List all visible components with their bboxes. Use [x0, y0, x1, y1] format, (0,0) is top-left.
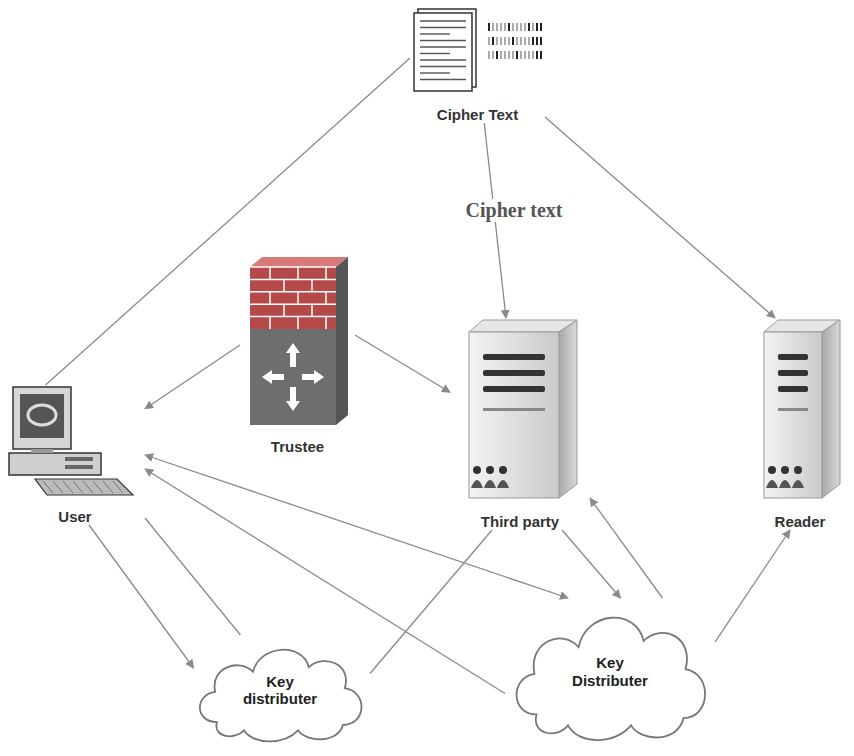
connector-arrow	[145, 518, 240, 635]
computer-icon	[5, 385, 145, 500]
cipher-text-node: Cipher Text	[410, 5, 545, 123]
document-icon	[410, 5, 545, 93]
node-label: Cipher Text	[435, 106, 520, 123]
connector-arrow	[46, 58, 410, 385]
connector-arrow	[145, 469, 505, 694]
connector-arrow	[355, 335, 450, 392]
connector-arrow	[145, 345, 240, 409]
node-label: User	[56, 508, 93, 525]
trustee-node: Trustee	[240, 255, 355, 455]
server-icon	[750, 318, 848, 503]
third-party-node: Third party	[450, 318, 590, 530]
key-distributer-cloud: Key distributer	[190, 635, 370, 745]
node-label: Trustee	[269, 438, 326, 455]
user-node: User	[5, 385, 145, 525]
connector-arrow	[89, 525, 194, 668]
connector-arrow	[545, 117, 775, 318]
edge-label: Cipher text	[463, 199, 566, 222]
connector-arrow	[562, 530, 621, 598]
node-label: Key distributer	[231, 673, 330, 708]
firewall-icon	[240, 255, 355, 430]
node-label: Third party	[479, 513, 561, 530]
key-distributer-cloud: Key Distributer	[505, 598, 715, 745]
connector-arrow	[370, 530, 492, 674]
reader-node: Reader	[750, 318, 850, 530]
connector-arrow	[590, 498, 663, 598]
node-label: Reader	[773, 513, 828, 530]
connector-arrow	[715, 530, 790, 642]
server-icon	[455, 318, 585, 503]
node-label: Key Distributer	[561, 654, 660, 689]
